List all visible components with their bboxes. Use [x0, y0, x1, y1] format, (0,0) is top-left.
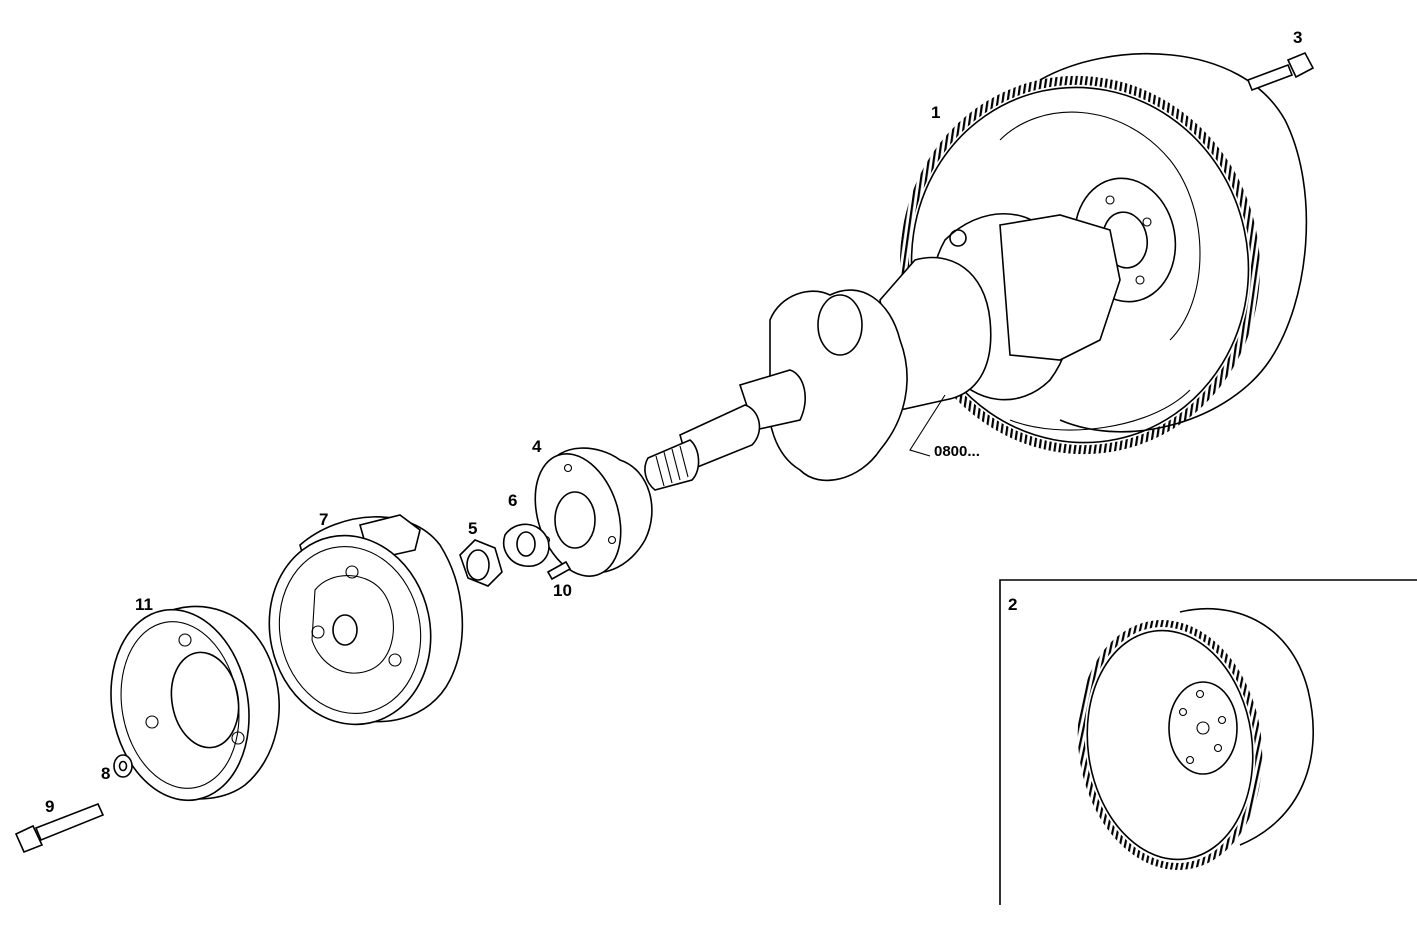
callout-2: 2: [1008, 595, 1017, 614]
crankshaft: [644, 212, 1121, 491]
callout-9: 9: [45, 797, 54, 816]
dowel-pin: [546, 560, 572, 581]
callout-6: 6: [508, 491, 517, 510]
bolt-washer: [113, 754, 133, 778]
alternative-flywheel: [1077, 608, 1315, 870]
vibration-damper: [268, 514, 464, 726]
flywheel-assembly: [900, 53, 1308, 455]
callout-4: 4: [532, 437, 542, 456]
callout-10: 10: [553, 581, 572, 600]
callout-7: 7: [319, 510, 328, 529]
callout-11: 11: [135, 595, 153, 614]
callout-5: 5: [468, 519, 477, 538]
flywheel-bolt: [1246, 51, 1315, 92]
callout-8: 8: [101, 764, 110, 783]
callout-1: 1: [931, 103, 940, 122]
crankshaft-nut: [459, 539, 503, 587]
lock-washer: [503, 523, 550, 567]
hub-flange: [534, 447, 653, 577]
reference-code: 0800...: [934, 443, 980, 460]
callout-3: 3: [1293, 28, 1302, 47]
inset-variant-panel: [999, 579, 1417, 905]
crankshaft-pulley: [110, 605, 280, 802]
pulley-bolt: [14, 802, 105, 854]
